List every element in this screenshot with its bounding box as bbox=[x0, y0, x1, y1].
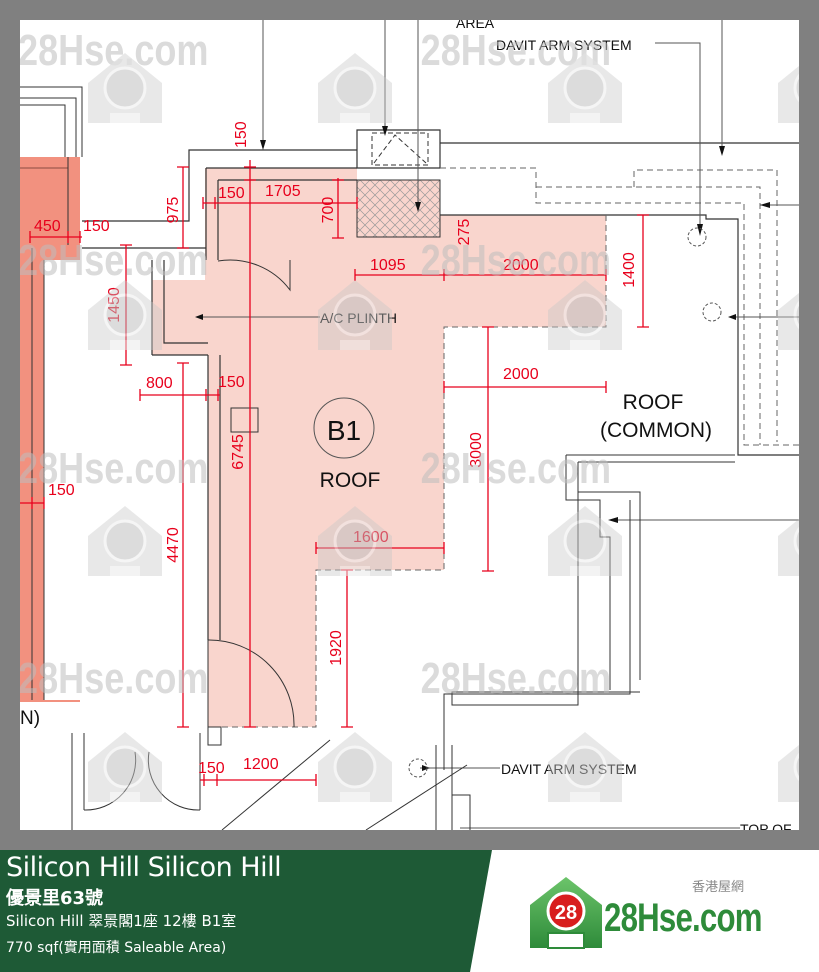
floor-plan: 150 975 150 1705 700 275 1095 2000 1400 … bbox=[20, 20, 799, 830]
unit-info: Silicon Hill 翠景閣1座 12樓 B1室 bbox=[6, 912, 237, 930]
dim-150-bottom: 150 bbox=[198, 760, 225, 777]
dim-150-c: 150 bbox=[218, 374, 245, 391]
dim-150-a: 150 bbox=[218, 185, 245, 202]
partial-left-label: N) bbox=[20, 708, 40, 729]
saleable-area: 770 sqf(實用面積 Saleable Area) bbox=[6, 940, 227, 956]
dim-6745: 6745 bbox=[230, 434, 247, 470]
dim-150-left: 150 bbox=[48, 482, 75, 499]
svg-text:28Hse.com: 28Hse.com bbox=[20, 654, 208, 703]
logo-chinese-name: 香港屋網 bbox=[692, 880, 745, 895]
partial-top-of-label: TOP OF bbox=[740, 821, 792, 830]
dim-450: 450 bbox=[34, 218, 61, 235]
dim-1200: 1200 bbox=[243, 756, 279, 773]
listing-footer: Silicon Hill Silicon Hill 優景里63號 Silicon… bbox=[0, 850, 819, 972]
unit-b1-area bbox=[152, 168, 606, 727]
area-label: AREA bbox=[456, 20, 495, 31]
dim-3000: 3000 bbox=[468, 432, 485, 468]
logo-wordmark: 28Hse.com bbox=[604, 896, 763, 940]
common-roof-label: ROOF bbox=[623, 391, 684, 414]
dim-1920: 1920 bbox=[328, 630, 345, 666]
dim-150-b: 150 bbox=[83, 218, 110, 235]
dim-1095: 1095 bbox=[370, 257, 406, 274]
dim-2000-top: 2000 bbox=[503, 257, 539, 274]
dim-975: 975 bbox=[165, 197, 182, 224]
hatched-shaft bbox=[356, 179, 441, 238]
dim-2000-mid: 2000 bbox=[503, 366, 539, 383]
davit-arm-label-top: DAVIT ARM SYSTEM bbox=[496, 37, 632, 53]
dim-700: 700 bbox=[320, 197, 337, 224]
svg-text:28: 28 bbox=[555, 902, 577, 924]
svg-text:28Hse.com: 28Hse.com bbox=[20, 444, 208, 493]
building-title: Silicon Hill Silicon Hill bbox=[6, 852, 282, 883]
neighbor-wall bbox=[20, 157, 80, 702]
unit-sublabel: ROOF bbox=[320, 469, 381, 492]
house-logo-icon: 28 bbox=[530, 877, 602, 949]
equipment-box bbox=[230, 407, 259, 433]
unit-label: B1 bbox=[327, 415, 361, 446]
common-roof-sublabel: (COMMON) bbox=[600, 419, 712, 442]
dim-4470: 4470 bbox=[165, 527, 182, 563]
svg-text:28Hse.com: 28Hse.com bbox=[421, 236, 611, 285]
dim-800: 800 bbox=[146, 375, 173, 392]
svg-text:28Hse.com: 28Hse.com bbox=[20, 236, 208, 285]
building-address: 優景里63號 bbox=[6, 888, 104, 909]
brand-logo[interactable]: 28 bbox=[528, 873, 778, 953]
svg-text:28Hse.com: 28Hse.com bbox=[421, 444, 611, 493]
dim-150-top: 150 bbox=[233, 121, 250, 148]
dim-1705: 1705 bbox=[265, 183, 301, 200]
dim-1400: 1400 bbox=[621, 252, 638, 288]
dim-275: 275 bbox=[456, 219, 473, 246]
watermark-layer: 28Hse.com 28Hse.com 28Hse.com 28Hse.com … bbox=[20, 26, 799, 804]
svg-text:28Hse.com: 28Hse.com bbox=[421, 654, 611, 703]
